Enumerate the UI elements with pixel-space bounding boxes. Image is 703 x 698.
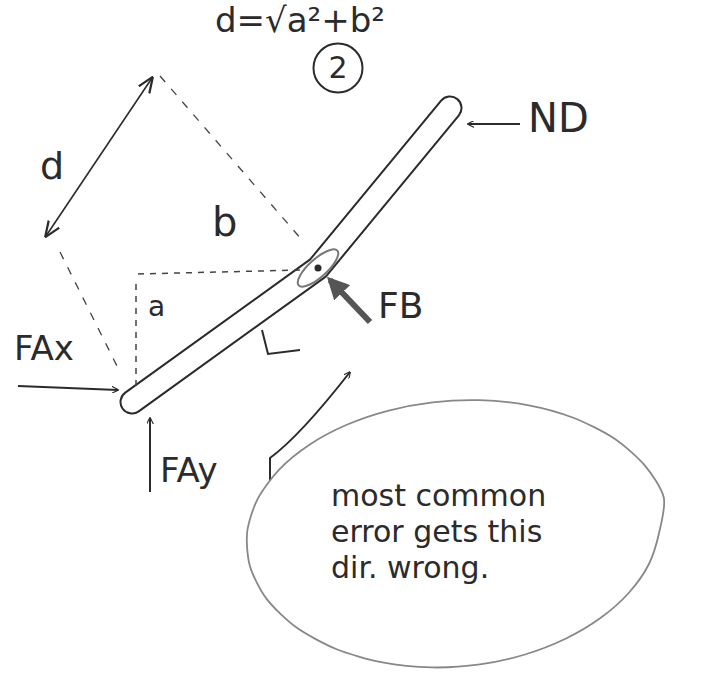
force-label: d xyxy=(40,146,64,188)
force-label: ND xyxy=(528,96,589,140)
force-label: FB xyxy=(378,286,423,326)
force-arrow xyxy=(18,386,118,390)
callout-cloud: most common error gets this dir. wrong. xyxy=(236,382,676,682)
right-angle-mark xyxy=(262,330,300,354)
force-arrow xyxy=(149,418,151,492)
force-label: FAy xyxy=(160,452,218,489)
force-label: b xyxy=(212,200,237,244)
force-arrow xyxy=(468,123,520,125)
force-label: a xyxy=(148,292,165,323)
bar-fill xyxy=(132,108,450,402)
force-label: FAx xyxy=(14,330,74,367)
member-number-text: 2 xyxy=(328,50,347,86)
force-arrow-fb xyxy=(330,280,370,322)
dim-b-line xyxy=(138,270,300,274)
dim-a-line xyxy=(135,284,137,386)
bar-outline xyxy=(132,108,450,402)
callout-text: most common error gets this dir. wrong. xyxy=(331,478,581,586)
member-number: 2 xyxy=(312,42,364,94)
pin xyxy=(315,265,322,272)
force-label: d=√a²+b² xyxy=(215,2,385,39)
